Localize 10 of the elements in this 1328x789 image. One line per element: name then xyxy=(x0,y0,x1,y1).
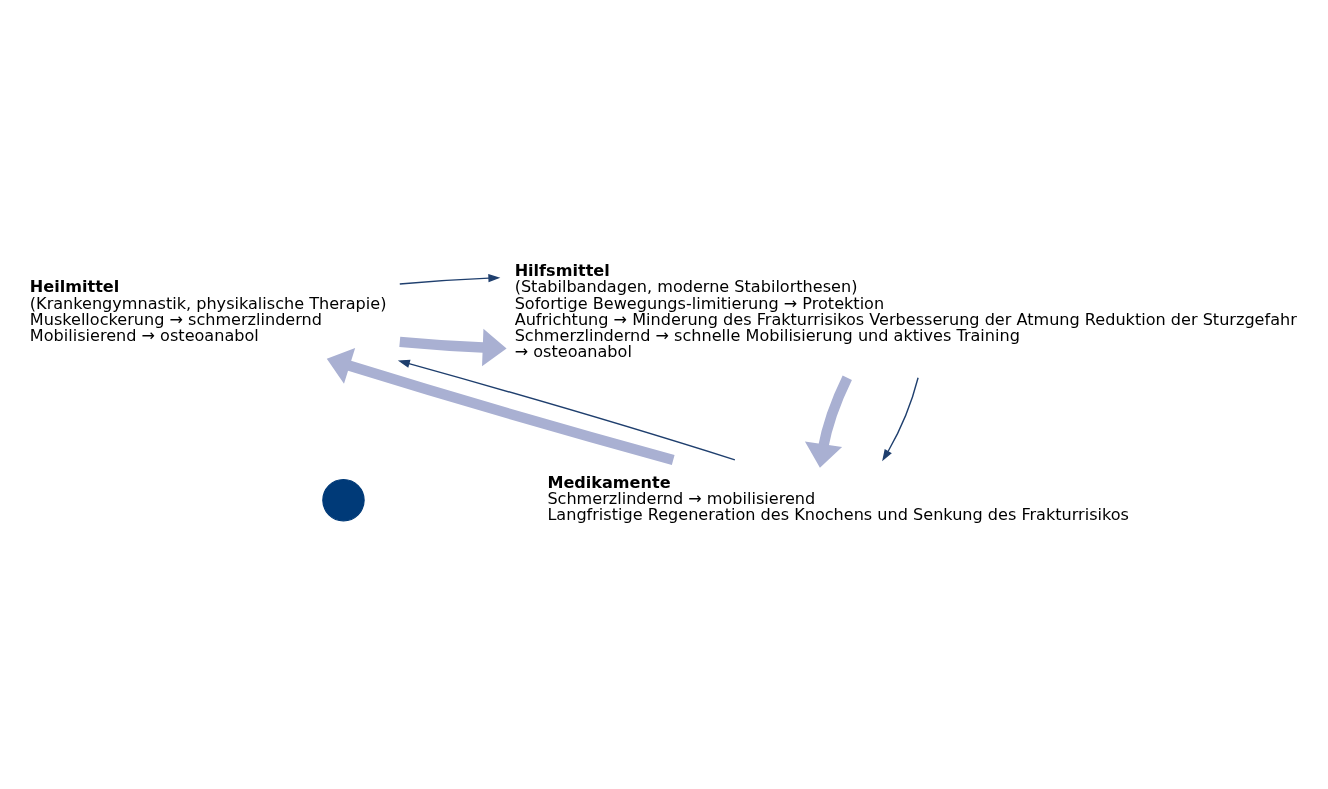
node-circle xyxy=(322,478,365,522)
arrow xyxy=(882,377,919,462)
node-text: Hilfsmittel (Stabilbandagen, moderne Stabilorthesen) Sofortige Bewegungs-limitierung → Protektion Aufrichtung → Minderung des Frakturrisikos Verbesserung der Atmung Reduktion der Sturzgefahr Schmerzlindernd → schnelle Mobilisierung und aktives Training → osteoanabol xyxy=(514,261,1297,361)
arrow xyxy=(397,359,736,461)
arrow xyxy=(399,328,507,367)
node-text: Heilmittel (Krankengymnastik, physikalische Therapie) Muskellockerung → schmerzlindernd Mobilisierend → osteoanabol xyxy=(29,277,387,345)
node-text: Medikamente Schmerzlindernd → mobilisierend Langfristige Regeneration des Knochens und Senkung des Frakturrisikos xyxy=(547,472,1129,524)
arrow xyxy=(326,347,675,465)
arrow xyxy=(804,375,852,468)
arrow xyxy=(399,273,501,285)
